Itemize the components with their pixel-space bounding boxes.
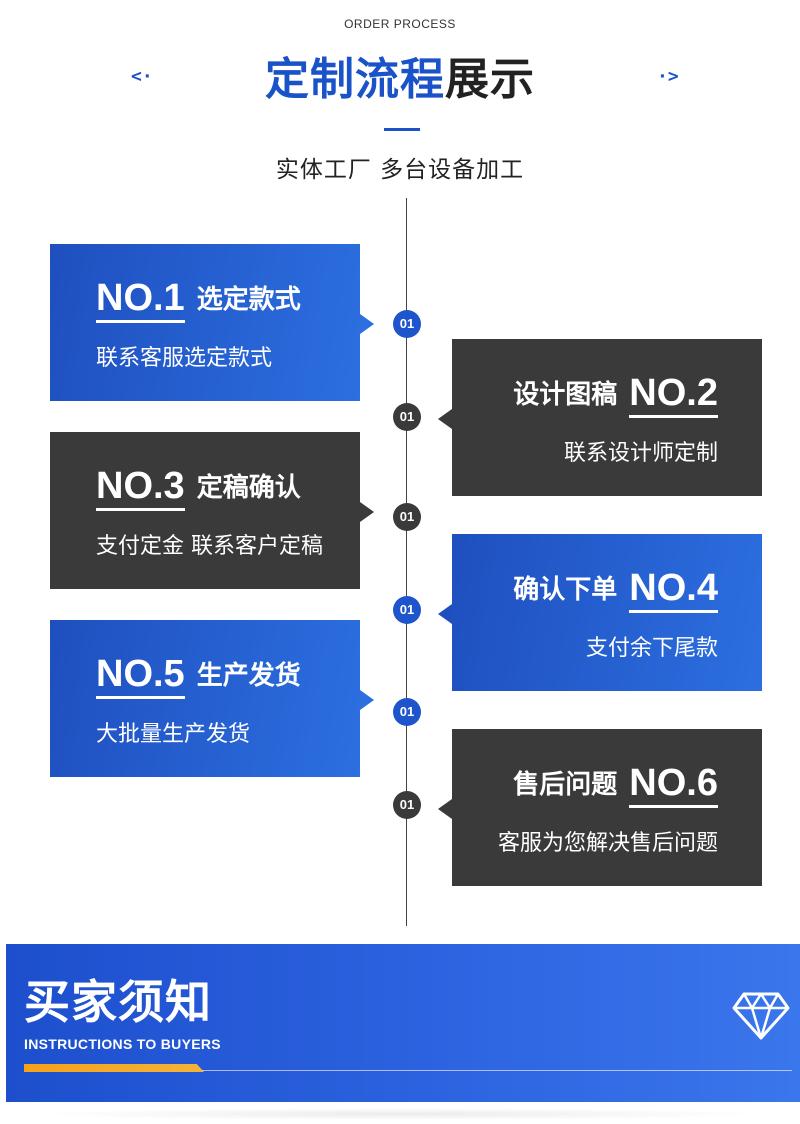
page-title-highlight: 定制流程: [265, 54, 445, 105]
step-desc: 联系客服选定款式: [96, 346, 273, 371]
step-card-3: NO.3 定稿确认 支付定金 联系客户定稿: [50, 432, 374, 589]
step-desc: 支付定金 联系客户定稿: [96, 534, 323, 559]
card-pointer: [360, 502, 374, 522]
card-pointer: [438, 799, 452, 819]
step-dot-2: 01: [393, 403, 421, 431]
step-number: NO.4: [629, 566, 718, 613]
step-number: NO.3: [96, 464, 185, 511]
page-title-rest: 展示: [445, 54, 535, 105]
step-name: 定稿确认: [196, 472, 301, 503]
step-heading: 设计图稿 NO.2: [513, 371, 718, 418]
step-number: NO.2: [629, 371, 718, 418]
step-heading: NO.5 生产发货: [96, 652, 301, 699]
card-pointer: [438, 409, 452, 429]
step-name: 确认下单: [513, 574, 618, 605]
step-heading: 确认下单 NO.4: [513, 566, 718, 613]
step-card-2: 设计图稿 NO.2 联系设计师定制: [438, 339, 762, 496]
step-desc: 大批量生产发货: [96, 722, 251, 747]
step-desc: 联系设计师定制: [563, 441, 718, 466]
step-number: NO.1: [96, 276, 185, 323]
diamond-icon: [732, 992, 790, 1040]
step-heading: NO.1 选定款式: [96, 276, 301, 323]
step-number: NO.6: [629, 761, 718, 808]
step-dot-3: 01: [393, 503, 421, 531]
header-subtitle: ORDER PROCESS: [344, 17, 456, 31]
page-title: 定制流程展示: [0, 50, 800, 110]
step-name: 售后问题: [513, 769, 618, 800]
step-heading: NO.3 定稿确认: [96, 464, 301, 511]
title-underline: [384, 128, 420, 131]
tagline: 实体工厂 多台设备加工: [275, 157, 525, 183]
step-card-4: 确认下单 NO.4 支付余下尾款: [438, 534, 762, 691]
card-pointer: [360, 314, 374, 334]
step-dot-1: 01: [393, 310, 421, 338]
banner-subtitle: INSTRUCTIONS TO BUYERS: [24, 1036, 221, 1052]
banner-title: 买家须知: [24, 975, 212, 1029]
arrow-right-icon: ·>: [657, 66, 679, 87]
buyer-notice-banner: 买家须知 INSTRUCTIONS TO BUYERS: [6, 944, 800, 1102]
step-name: 选定款式: [196, 284, 301, 315]
timeline-line: [406, 198, 407, 926]
bottom-shadow: [30, 1108, 770, 1120]
banner-divider: [202, 1070, 792, 1071]
step-desc: 支付余下尾款: [585, 636, 718, 661]
card-pointer: [438, 604, 452, 624]
step-number: NO.5: [96, 652, 185, 699]
card-pointer: [360, 690, 374, 710]
step-dot-6: 01: [393, 791, 421, 819]
arrow-left-icon: <·: [131, 66, 153, 87]
step-card-6: 售后问题 NO.6 客服为您解决售后问题: [438, 729, 762, 886]
step-name: 生产发货: [196, 660, 301, 691]
step-desc: 客服为您解决售后问题: [497, 831, 718, 856]
step-dot-4: 01: [393, 596, 421, 624]
step-card-1: NO.1 选定款式 联系客服选定款式: [50, 244, 374, 401]
banner-accent-line: [24, 1064, 204, 1072]
step-name: 设计图稿: [513, 379, 618, 410]
step-heading: 售后问题 NO.6: [513, 761, 718, 808]
step-dot-5: 01: [393, 698, 421, 726]
step-card-5: NO.5 生产发货 大批量生产发货: [50, 620, 374, 777]
